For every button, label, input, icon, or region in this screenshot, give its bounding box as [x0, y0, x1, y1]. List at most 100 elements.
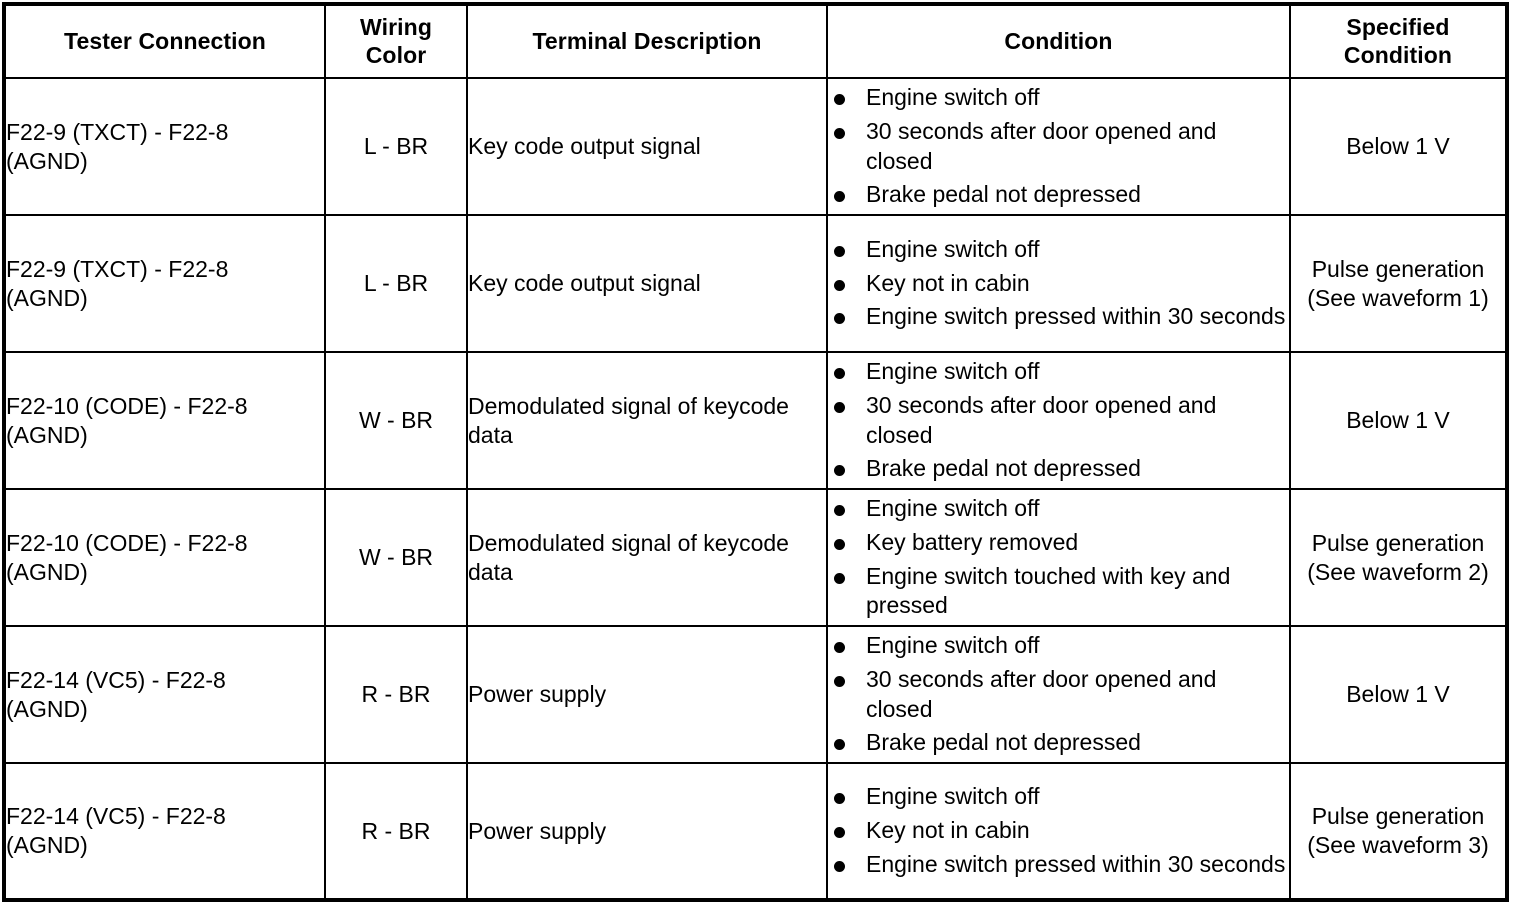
- cell-tester-connection: F22-9 (TXCT) - F22-8(AGND): [3, 77, 326, 216]
- spec-table-container: Tester Connection Wiring Color Terminal …: [2, 2, 1509, 902]
- condition-text: Engine switch off: [866, 83, 1040, 110]
- column-header-wiring-color-label-line1: Wiring: [360, 14, 432, 41]
- condition-text: Engine switch pressed within 30 seconds: [866, 303, 1286, 330]
- condition-list: Engine switch off 30 seconds after door o…: [828, 83, 1289, 211]
- cell-specified-condition: Pulse generation(See waveform 3): [1289, 762, 1508, 901]
- condition-text: Engine switch touched with key and press…: [866, 562, 1231, 619]
- specified-condition-line2: (See waveform 2): [1307, 558, 1489, 585]
- column-header-wiring-color-label-line2: Color: [365, 41, 427, 68]
- condition-text: 30 seconds after door opened and closed: [866, 391, 1217, 448]
- condition-list-item: Engine switch pressed within 30 seconds: [828, 302, 1289, 332]
- cell-tester-connection: F22-10 (CODE) - F22-8(AGND): [3, 351, 326, 490]
- specified-condition-line1: Below 1 V: [1346, 133, 1450, 160]
- tester-connection-line2: (AGND): [6, 421, 88, 448]
- cell-specified-condition: Below 1 V: [1289, 77, 1508, 216]
- condition-list-item: Engine switch pressed within 30 seconds: [828, 850, 1289, 880]
- cell-terminal-description: Power supply: [466, 625, 828, 764]
- tester-connection-line2: (AGND): [6, 147, 88, 174]
- column-header-specified-condition-label-line1: Specified: [1346, 14, 1450, 41]
- tester-connection-line1: F22-10 (CODE) - F22-8: [6, 529, 248, 556]
- cell-specified-condition: Pulse generation(See waveform 2): [1289, 488, 1508, 627]
- bullet-icon: [834, 739, 845, 751]
- cell-tester-connection: F22-10 (CODE) - F22-8(AGND): [3, 488, 326, 627]
- condition-text: Engine switch pressed within 30 seconds: [866, 850, 1286, 877]
- column-header-condition-label: Condition: [1004, 27, 1113, 54]
- column-header-tester-connection-label: Tester Connection: [64, 27, 266, 54]
- bullet-icon: [834, 793, 845, 805]
- condition-text: Engine switch off: [866, 494, 1040, 521]
- terminal-description-line1: Key code output signal: [468, 133, 701, 160]
- bullet-icon: [834, 279, 845, 291]
- cell-wiring-color: L - BR: [324, 214, 468, 353]
- bullet-icon: [834, 245, 845, 257]
- tester-connection-line1: F22-9 (TXCT) - F22-8: [6, 118, 229, 145]
- column-header-terminal-description: Terminal Description: [466, 3, 828, 79]
- cell-specified-condition: Below 1 V: [1289, 625, 1508, 764]
- cell-terminal-description: Demodulated signal of keycode data: [466, 488, 828, 627]
- specified-condition-line1: Pulse generation: [1311, 803, 1485, 830]
- tester-connection-line1: F22-14 (VC5) - F22-8: [6, 666, 226, 693]
- tester-connection-line1: F22-14 (VC5) - F22-8: [6, 803, 226, 830]
- column-header-wiring-color: Wiring Color: [324, 3, 468, 79]
- cell-tester-connection: F22-9 (TXCT) - F22-8(AGND): [3, 214, 326, 353]
- column-header-terminal-description-label: Terminal Description: [532, 27, 762, 54]
- terminal-description-line2: code data: [468, 392, 789, 448]
- condition-list-item: Engine switch touched with key and press…: [828, 562, 1289, 622]
- condition-list-item: Brake pedal not depressed: [828, 728, 1289, 758]
- tester-connection-line1: F22-9 (TXCT) - F22-8: [6, 255, 229, 282]
- bullet-icon: [834, 465, 845, 477]
- bullet-icon: [834, 538, 845, 550]
- cell-tester-connection: F22-14 (VC5) - F22-8(AGND): [3, 625, 326, 764]
- condition-text: 30 seconds after door opened and closed: [866, 665, 1217, 722]
- specified-condition-line1: Pulse generation: [1311, 529, 1485, 556]
- condition-list-item: Engine switch off: [828, 235, 1289, 265]
- bullet-icon: [834, 313, 845, 325]
- condition-list-item: Engine switch off: [828, 357, 1289, 387]
- cell-specified-condition: Pulse generation(See waveform 1): [1289, 214, 1508, 353]
- condition-list-item: Engine switch off: [828, 83, 1289, 113]
- condition-text: 30 seconds after door opened and closed: [866, 117, 1217, 174]
- bullet-icon: [834, 401, 845, 413]
- terminal-description-line1: Demodulated signal of key: [468, 392, 740, 419]
- condition-text: Key battery removed: [866, 528, 1079, 555]
- condition-text: Engine switch off: [866, 783, 1040, 810]
- bullet-icon: [834, 93, 845, 105]
- tester-connection-line1: F22-10 (CODE) - F22-8: [6, 392, 248, 419]
- tester-connection-line2: (AGND): [6, 832, 88, 858]
- bullet-icon: [834, 191, 845, 203]
- cell-specified-condition: Below 1 V: [1289, 351, 1508, 490]
- cell-terminal-description: Key code output signal: [466, 214, 828, 353]
- bullet-icon: [834, 127, 845, 139]
- column-header-specified-condition: Specified Condition: [1289, 3, 1508, 79]
- cell-wiring-color: R - BR: [324, 762, 468, 901]
- condition-list: Engine switch off 30 seconds after door o…: [828, 357, 1289, 485]
- condition-list-item: 30 seconds after door opened and closed: [828, 117, 1289, 177]
- header-row: Tester Connection Wiring Color Terminal …: [3, 3, 1508, 79]
- specified-condition-line1: Below 1 V: [1346, 407, 1450, 434]
- bullet-icon: [834, 641, 845, 653]
- column-header-tester-connection: Tester Connection: [3, 3, 326, 79]
- column-header-condition: Condition: [826, 3, 1291, 79]
- terminal-description-line1: Power supply: [468, 681, 607, 708]
- cell-terminal-description: Key code output signal: [466, 77, 828, 216]
- condition-list-item: Key not in cabin: [828, 816, 1289, 846]
- cell-tester-connection: F22-14 (VC5) - F22-8(AGND): [3, 762, 326, 901]
- condition-text: Brake pedal not depressed: [866, 729, 1141, 756]
- condition-text: Engine switch off: [866, 235, 1040, 262]
- condition-text: Key not in cabin: [866, 269, 1030, 296]
- specified-condition-line2: (See waveform 3): [1307, 832, 1489, 858]
- condition-text: Key not in cabin: [866, 817, 1030, 844]
- tester-connection-line2: (AGND): [6, 284, 88, 311]
- terminal-description-line2: code data: [468, 529, 789, 585]
